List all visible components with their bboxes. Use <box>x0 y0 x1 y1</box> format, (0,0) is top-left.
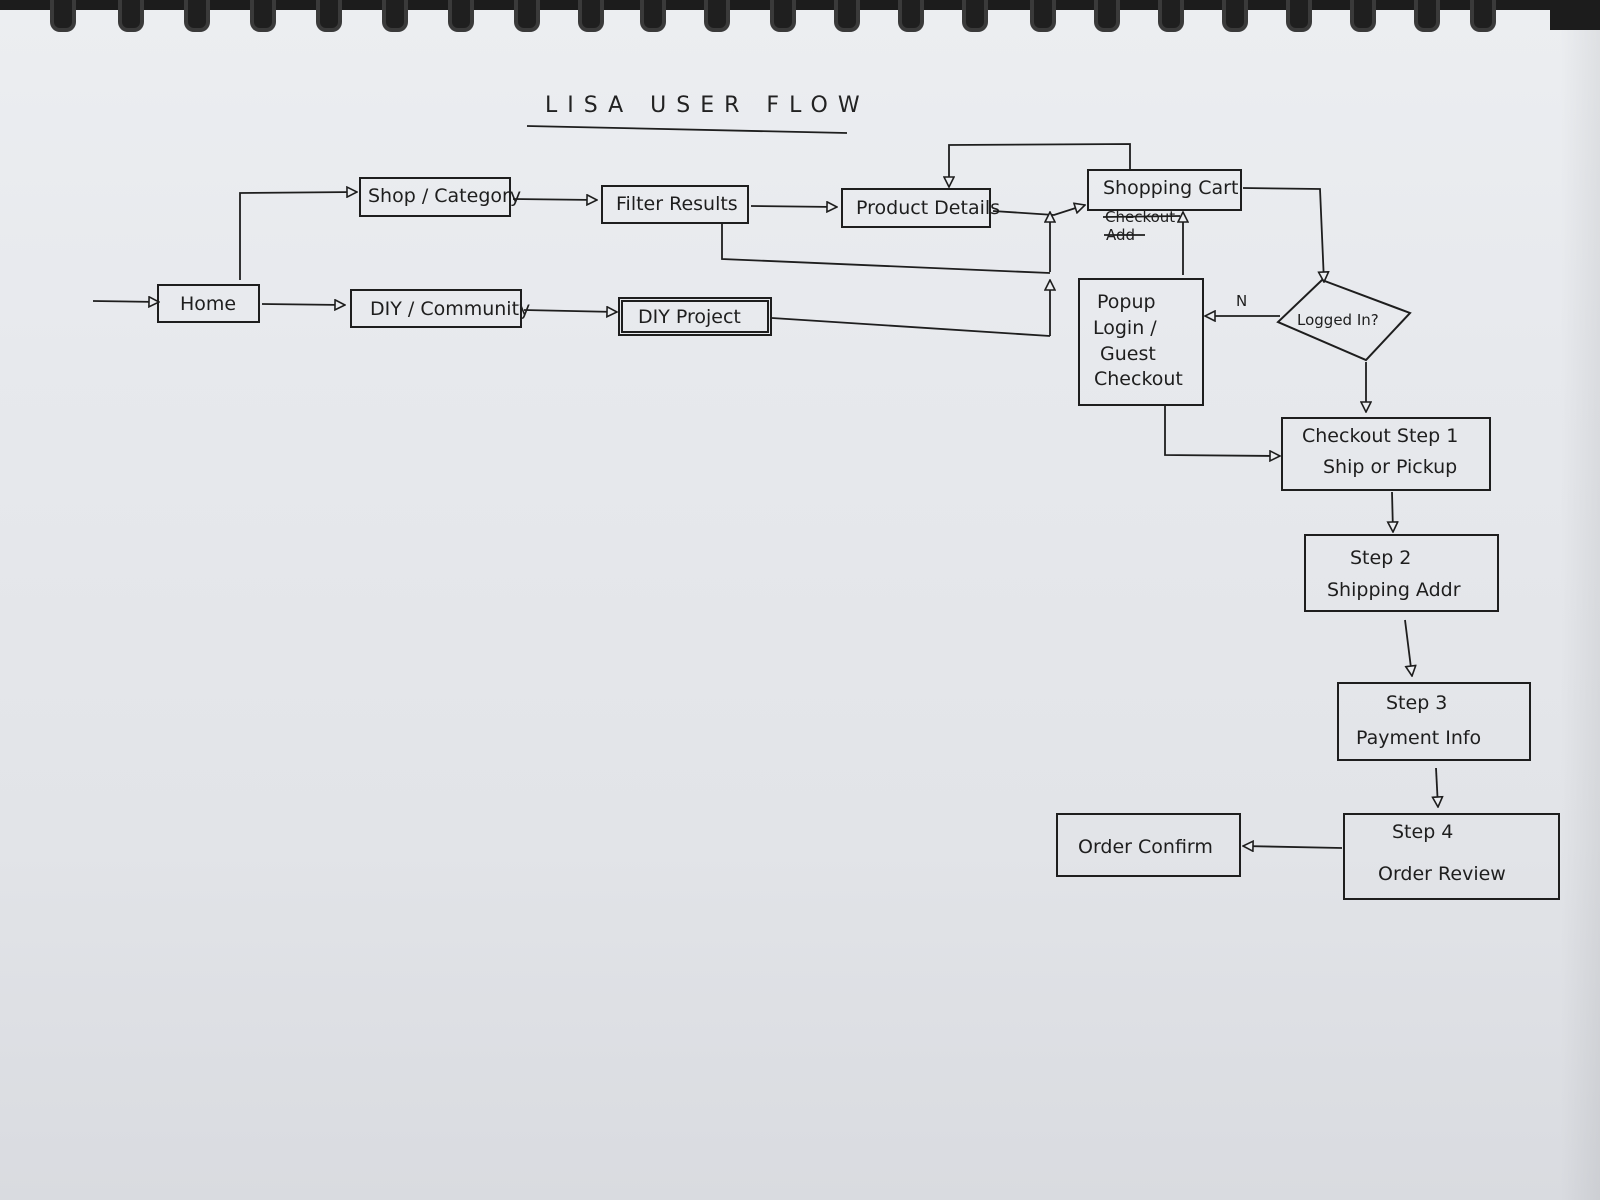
binding-ring <box>640 0 666 32</box>
checkout-step1-node: Checkout Step 1 Ship or Pickup <box>1281 417 1491 491</box>
step1-label-line2: Ship or Pickup <box>1323 456 1457 478</box>
shop-category-label: Shop / Category <box>368 185 521 207</box>
binding-ring <box>1414 0 1440 32</box>
step1-to-step2-arrow <box>1392 491 1393 532</box>
shopping-cart-node: Shopping Cart Checkout Add <box>1087 169 1242 244</box>
entry-arrow <box>92 301 159 302</box>
diy-project-node: DIY Project <box>618 297 772 336</box>
background-top <box>0 0 1600 10</box>
title-underline <box>526 125 848 134</box>
step2-to-step3-arrow <box>1404 619 1412 676</box>
binding-ring <box>578 0 604 32</box>
shopping-cart-label: Shopping Cart <box>1103 177 1238 199</box>
binding-ring <box>1350 0 1376 32</box>
binding-ring <box>1470 0 1496 32</box>
step3-label-line1: Step 3 <box>1386 692 1447 714</box>
popup-login-node: Popup Login / Guest Checkout <box>1078 278 1204 406</box>
strike-line-1 <box>1102 215 1181 218</box>
step3-label-line2: Payment Info <box>1356 727 1481 749</box>
home-label: Home <box>180 293 236 315</box>
product-details-node: Product Details <box>841 188 1000 228</box>
shop-category-node: Shop / Category <box>359 177 521 217</box>
shop-to-filter-arrow <box>512 199 597 200</box>
step2-label-line2: Shipping Addr <box>1327 579 1461 601</box>
step4-label-line2: Order Review <box>1378 863 1506 885</box>
step2-node: Step 2 Shipping Addr <box>1304 534 1499 612</box>
popup-label-line2: Login / <box>1093 317 1157 339</box>
binding-ring <box>1030 0 1056 32</box>
step3-node: Step 3 Payment Info <box>1337 682 1531 761</box>
binding-ring <box>834 0 860 32</box>
diy-project-label: DIY Project <box>638 306 741 328</box>
binding-ring <box>184 0 210 32</box>
binding-ring <box>962 0 988 32</box>
product-details-label: Product Details <box>856 197 1000 219</box>
filter-results-label: Filter Results <box>616 193 738 215</box>
binding-ring <box>118 0 144 32</box>
diy-community-node: DIY / Community <box>350 289 530 328</box>
binding-ring <box>1094 0 1120 32</box>
binding-ring <box>448 0 474 32</box>
step1-label-line1: Checkout Step 1 <box>1302 425 1458 447</box>
home-to-diy-arrow <box>261 304 345 305</box>
background-corner <box>1550 0 1600 30</box>
order-confirm-node: Order Confirm <box>1056 813 1241 877</box>
home-to-shop-arrow <box>239 192 357 280</box>
binding-ring <box>50 0 76 32</box>
step3-to-step4-arrow <box>1436 767 1438 807</box>
binding-ring <box>1286 0 1312 32</box>
popup-label-line3: Guest <box>1100 343 1156 365</box>
cart-to-product-loop-arrow <box>949 143 1131 187</box>
binding-ring <box>250 0 276 32</box>
popup-label-line1: Popup <box>1097 291 1156 313</box>
step4-label-line1: Step 4 <box>1392 821 1453 843</box>
project-to-cart-line <box>771 317 1051 337</box>
logged-in-decision: Logged In? <box>1276 278 1412 362</box>
binding-ring <box>382 0 408 32</box>
filter-to-cart-line <box>721 224 1051 274</box>
popup-to-step1-arrow <box>1164 406 1280 456</box>
binding-ring <box>514 0 540 32</box>
step4-node: Step 4 Order Review <box>1343 813 1560 900</box>
product-to-cart-arrow <box>992 205 1085 216</box>
filter-to-product-arrow <box>750 206 837 207</box>
step2-label-line1: Step 2 <box>1350 547 1411 569</box>
binding-ring <box>316 0 342 32</box>
logged-in-label: Logged In? <box>1297 311 1379 329</box>
diagram-title: LISA USER FLOW <box>545 93 870 118</box>
filter-results-node: Filter Results <box>601 185 749 224</box>
no-edge-label: N <box>1236 292 1247 310</box>
order-confirm-label: Order Confirm <box>1078 836 1213 858</box>
binding-ring <box>1222 0 1248 32</box>
diy-to-project-arrow <box>523 310 617 312</box>
binding-ring <box>1158 0 1184 32</box>
home-node: Home <box>157 284 260 323</box>
cart-to-login-check-arrow <box>1242 187 1324 282</box>
page-shadow <box>1560 0 1600 1200</box>
popup-label-line4: Checkout <box>1094 368 1183 390</box>
binding-ring <box>898 0 924 32</box>
binding-ring <box>704 0 730 32</box>
diy-community-label: DIY / Community <box>370 298 530 320</box>
step4-to-confirm-arrow <box>1243 846 1343 848</box>
binding-ring <box>770 0 796 32</box>
